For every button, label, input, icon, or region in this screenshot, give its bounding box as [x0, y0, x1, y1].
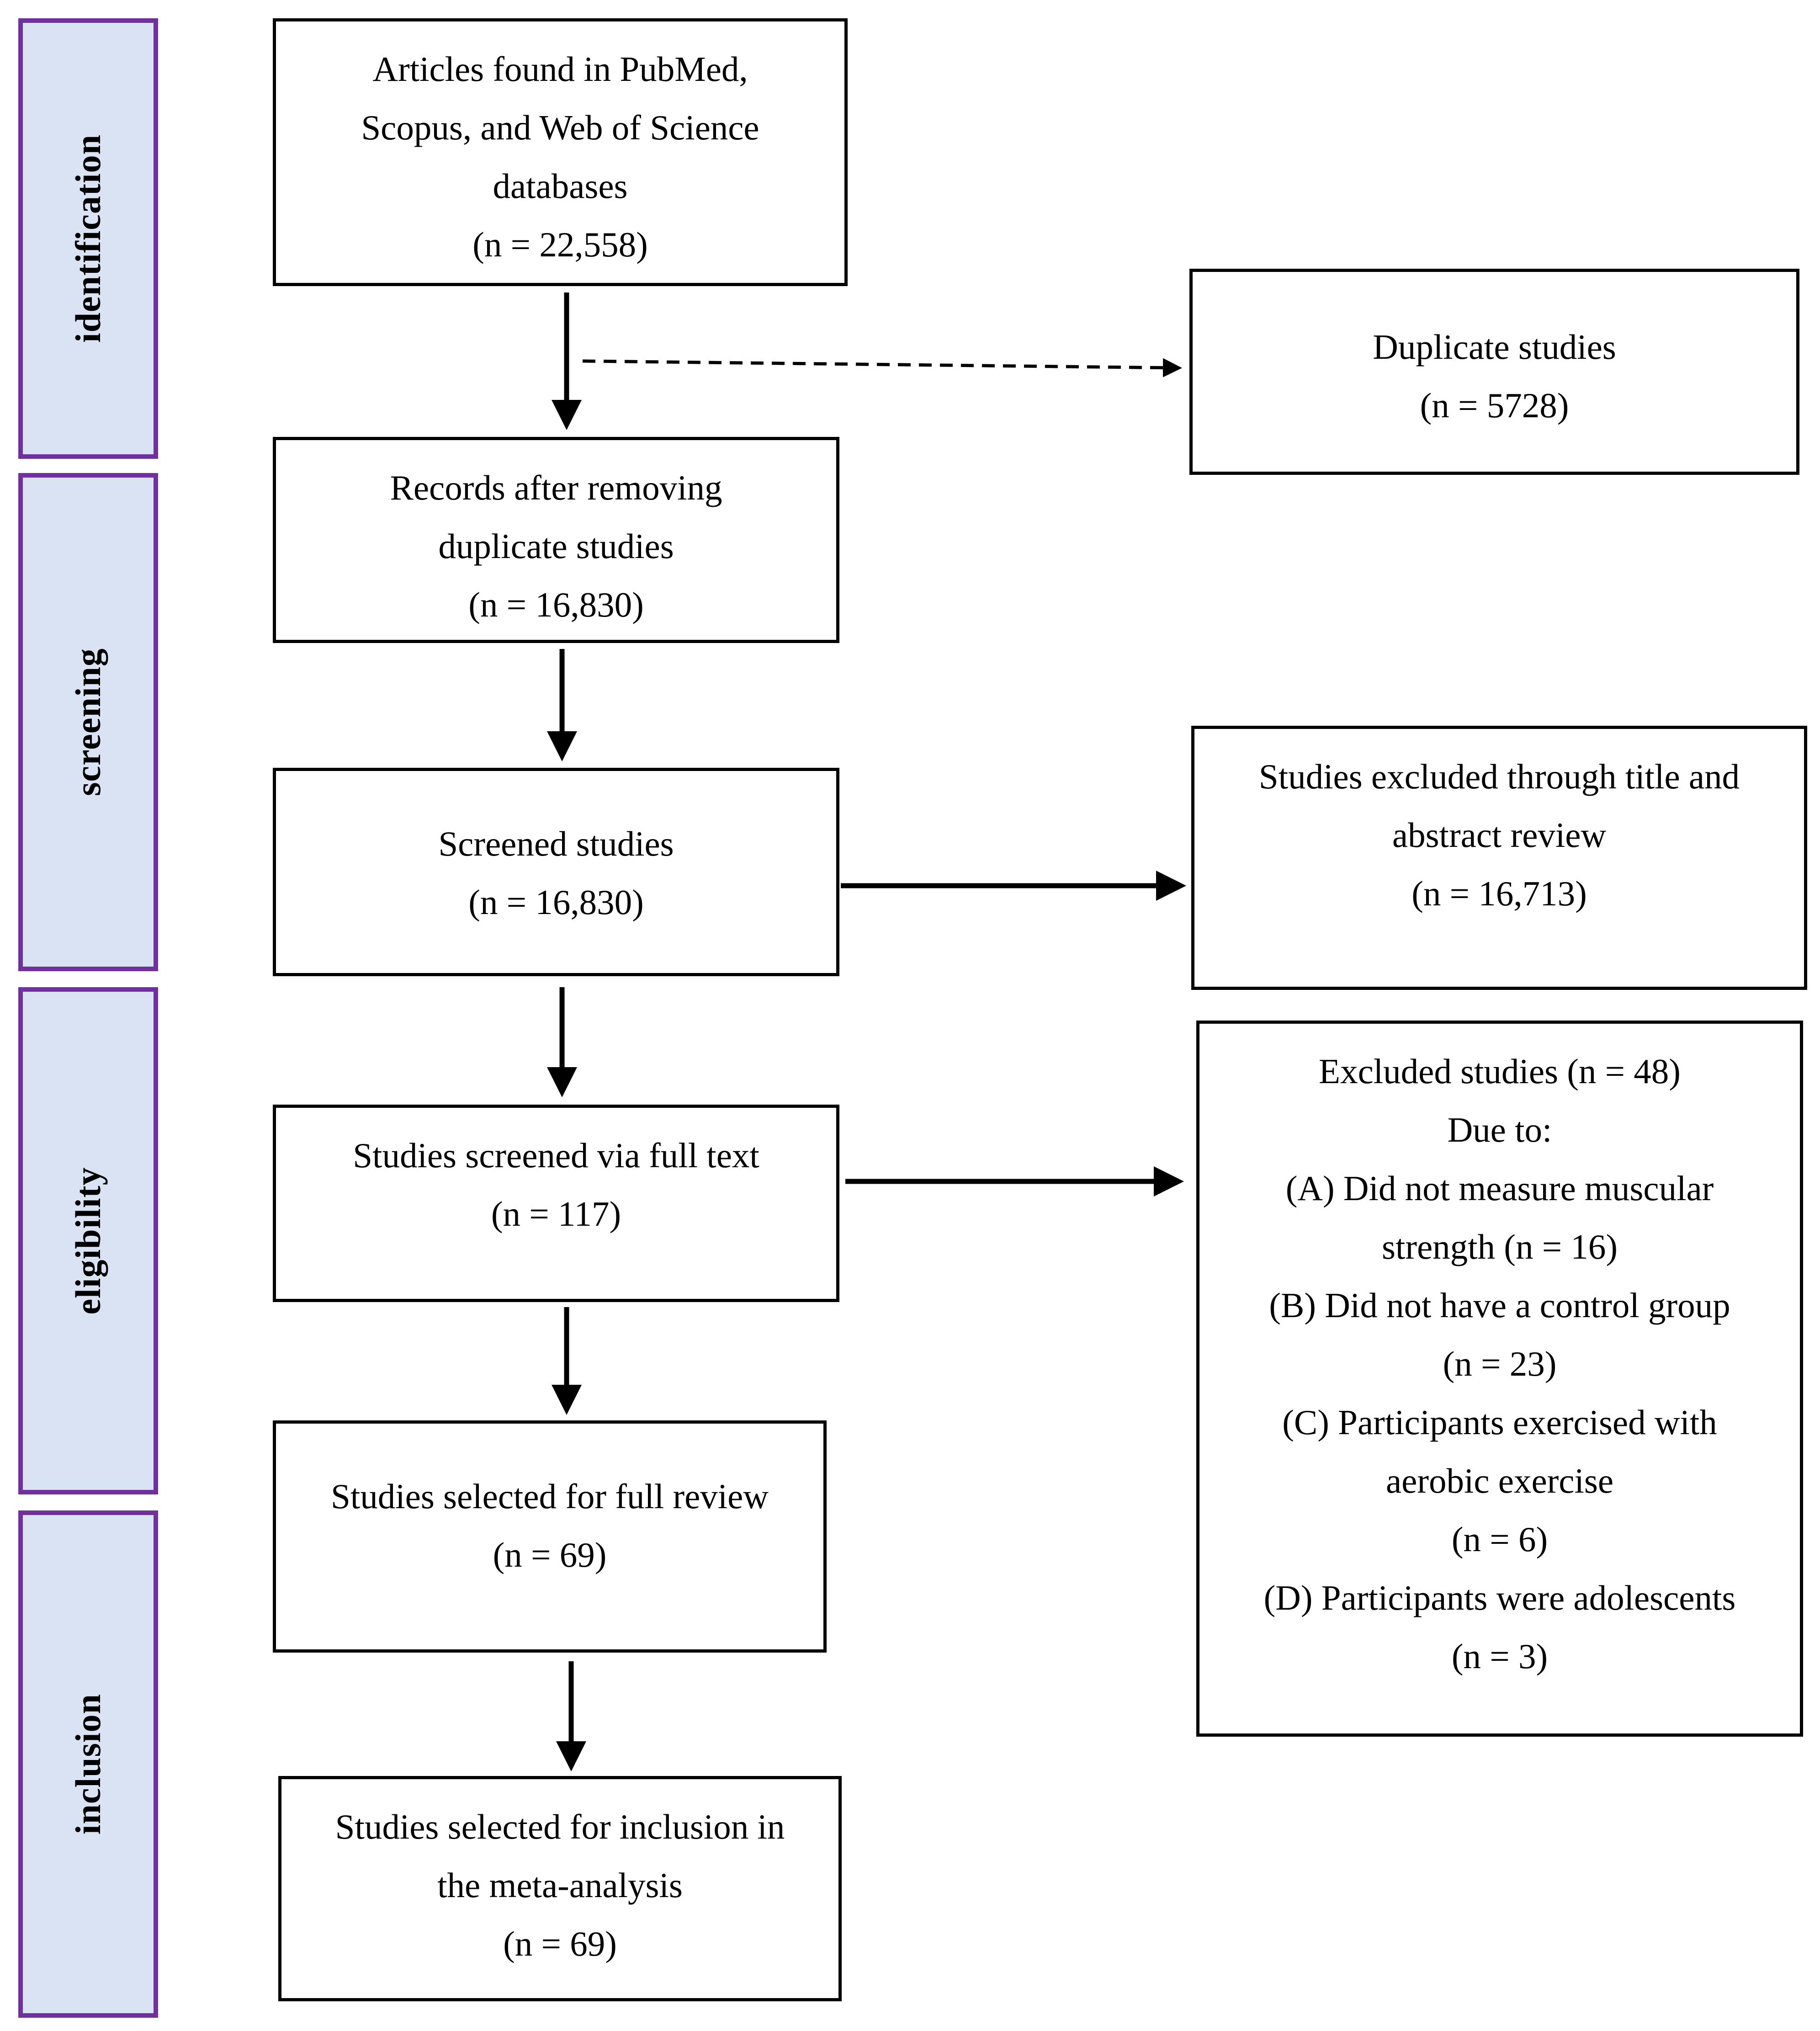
- articles-found-box: Articles found in PubMed, Scopus, and We…: [273, 18, 848, 286]
- box-line: (n = 69): [503, 1924, 617, 1963]
- box-line: (n = 22,558): [472, 225, 648, 264]
- box-line: Articles found in PubMed,: [372, 49, 748, 89]
- box-line: (n = 5728): [1420, 386, 1569, 425]
- box-line: the meta-analysis: [437, 1866, 683, 1905]
- phase-inclusion: inclusion: [18, 1510, 158, 2018]
- phase-identification: identification: [18, 18, 158, 459]
- dashed-arrow-to-duplicates: [582, 358, 1182, 377]
- screened-studies-box: Screened studies (n = 16,830): [273, 768, 839, 976]
- box-line: abstract review: [1392, 815, 1607, 855]
- box-line: Studies selected for full review: [331, 1477, 769, 1516]
- meta-analysis-box: Studies selected for inclusion in the me…: [278, 1776, 842, 2001]
- box-line: (n = 23): [1443, 1344, 1557, 1383]
- box-line: Screened studies: [438, 824, 674, 863]
- duplicate-studies-box: Duplicate studies (n = 5728): [1189, 269, 1799, 475]
- box-line: (n = 3): [1451, 1637, 1548, 1676]
- box-line: Scopus, and Web of Science: [361, 108, 759, 147]
- box-line: strength (n = 16): [1381, 1227, 1618, 1266]
- phase-screening: screening: [18, 473, 158, 971]
- box-line: Studies selected for inclusion in: [335, 1807, 785, 1846]
- box-line: (D) Participants were adolescents: [1263, 1578, 1736, 1617]
- full-review-box: Studies selected for full review (n = 69…: [273, 1420, 827, 1653]
- box-line: (n = 69): [493, 1535, 607, 1574]
- box-line: Studies excluded through title and: [1258, 757, 1740, 796]
- box-line: (C) Participants exercised with: [1282, 1403, 1717, 1442]
- full-text-box: Studies screened via full text (n = 117): [273, 1105, 839, 1302]
- box-line: (n = 16,830): [468, 585, 644, 624]
- box-line: Records after removing: [390, 468, 722, 507]
- excluded-title-abstract-box: Studies excluded through title and abstr…: [1191, 726, 1807, 990]
- box-line: duplicate studies: [438, 526, 674, 566]
- box-line: (A) Did not measure muscular: [1285, 1169, 1714, 1208]
- box-line: Studies screened via full text: [353, 1136, 759, 1175]
- phase-eligibility: eligibility: [18, 987, 158, 1494]
- box-line: Duplicate studies: [1373, 327, 1616, 367]
- excluded-full-text-box: Excluded studies (n = 48) Due to: (A) Di…: [1196, 1021, 1803, 1737]
- box-line: (n = 16,830): [468, 883, 644, 922]
- box-line: (n = 16,713): [1411, 874, 1587, 913]
- box-line: (B) Did not have a control group: [1269, 1286, 1730, 1325]
- box-line: aerobic exercise: [1385, 1461, 1614, 1500]
- box-line: Excluded studies (n = 48): [1319, 1052, 1681, 1091]
- box-line: databases: [493, 166, 628, 206]
- box-line: (n = 6): [1451, 1520, 1548, 1559]
- box-line: (n = 117): [491, 1194, 621, 1233]
- records-after-removing-box: Records after removing duplicate studies…: [273, 437, 839, 643]
- box-line: Due to:: [1447, 1110, 1552, 1149]
